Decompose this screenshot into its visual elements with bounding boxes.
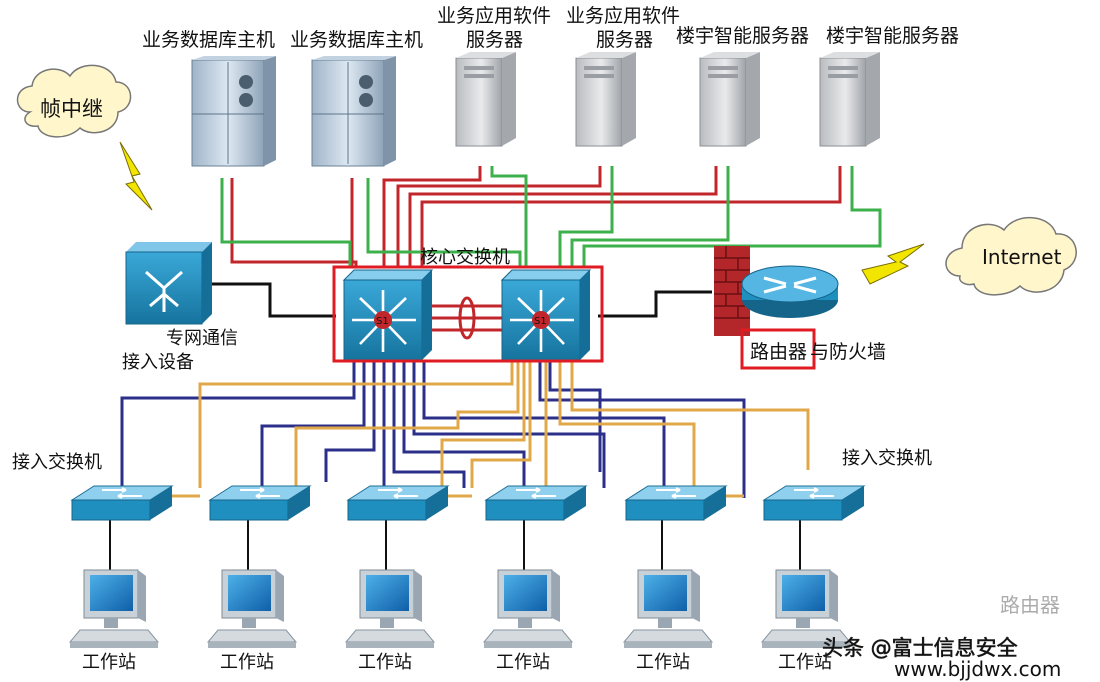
navy-link bbox=[402, 362, 526, 488]
workstation-label: 工作站 bbox=[778, 652, 832, 673]
tower-server-icon bbox=[699, 52, 760, 147]
workstation-label: 工作站 bbox=[496, 652, 550, 673]
watermark-logo: 路由器 bbox=[1000, 593, 1060, 617]
green-link bbox=[366, 178, 522, 268]
core-switch-badge-1: S1 bbox=[376, 316, 389, 327]
multilayer-switch-icon: S1 bbox=[342, 269, 434, 361]
orange-link bbox=[294, 362, 520, 488]
cabinet-server-icon bbox=[311, 56, 396, 167]
router-highlight-box bbox=[740, 328, 816, 370]
access-switch-label-right: 接入交换机 bbox=[842, 448, 932, 469]
dedicated-access-device-icon bbox=[125, 242, 212, 325]
green-link bbox=[570, 166, 730, 268]
internet-label: Internet bbox=[982, 245, 1062, 269]
core-switch-highlight-box bbox=[332, 265, 604, 363]
workstation-label: 工作站 bbox=[82, 652, 136, 673]
watermark-source: 头条 @富士信息安全 bbox=[822, 636, 1018, 660]
frame-relay-label: 帧中继 bbox=[40, 97, 103, 121]
watermark-site: www.bjjdwx.com bbox=[894, 657, 1061, 681]
workgroup-switch-icon bbox=[347, 485, 449, 521]
access-switch-label-left: 接入交换机 bbox=[12, 452, 102, 473]
firewall-label: 与防火墙 bbox=[810, 341, 886, 363]
workstation-icon bbox=[345, 569, 435, 649]
orange-link bbox=[558, 362, 696, 488]
navy-link bbox=[548, 362, 602, 472]
red-link bbox=[230, 178, 358, 268]
lightning-icon bbox=[119, 141, 153, 211]
red-link bbox=[420, 166, 842, 268]
navy-link bbox=[260, 362, 366, 488]
core-switch-badge-2: S1 bbox=[534, 316, 547, 327]
workstation-icon bbox=[69, 569, 159, 649]
workgroup-switch-icon bbox=[209, 485, 311, 521]
green-link bbox=[490, 166, 528, 268]
workstation-icon bbox=[483, 569, 573, 649]
red-link bbox=[396, 166, 602, 268]
navy-link bbox=[538, 362, 746, 498]
workstation-icon bbox=[207, 569, 297, 649]
workgroup-switch-icon bbox=[71, 485, 173, 521]
building-server-label-1: 楼宇智能服务器 bbox=[676, 25, 809, 47]
core-interlink bbox=[432, 304, 502, 332]
link-aggregation-ring bbox=[458, 296, 476, 340]
dedicated-access-label-1: 专网通信 bbox=[166, 328, 238, 349]
multilayer-switch-icon: S1 bbox=[500, 269, 592, 361]
black-link bbox=[206, 282, 336, 318]
app-server-label-2a: 业务应用软件 bbox=[566, 5, 680, 27]
app-server-label-1a: 业务应用软件 bbox=[437, 5, 551, 27]
green-link bbox=[220, 178, 352, 268]
green-link bbox=[558, 166, 614, 268]
workstation-label: 工作站 bbox=[636, 652, 690, 673]
router-icon bbox=[741, 265, 839, 318]
cloud-icon bbox=[16, 64, 132, 138]
router-label: 路由器 bbox=[750, 341, 807, 363]
cloud-icon bbox=[945, 216, 1077, 296]
navy-link bbox=[422, 362, 666, 488]
building-server-label-2: 楼宇智能服务器 bbox=[826, 25, 959, 47]
orange-link bbox=[570, 362, 810, 470]
red-link bbox=[382, 166, 482, 268]
orange-link bbox=[198, 362, 514, 488]
navy-link bbox=[392, 362, 466, 488]
orange-link bbox=[440, 362, 526, 488]
navy-link bbox=[324, 362, 376, 482]
tower-server-icon bbox=[455, 52, 516, 147]
workgroup-switch-icon bbox=[763, 485, 865, 521]
dedicated-access-label-2: 接入设备 bbox=[122, 352, 194, 373]
app-server-label-1b: 服务器 bbox=[466, 29, 523, 51]
app-server-label-2b: 服务器 bbox=[596, 29, 653, 51]
workgroup-switch-icon bbox=[485, 485, 587, 521]
navy-link bbox=[412, 362, 606, 488]
black-link bbox=[598, 290, 712, 318]
navy-link bbox=[120, 362, 356, 488]
db-host-label-2: 业务数据库主机 bbox=[290, 29, 423, 51]
red-link bbox=[408, 166, 718, 268]
cabinet-server-icon bbox=[191, 56, 276, 167]
link-lines bbox=[109, 166, 882, 572]
lightning-icon bbox=[861, 243, 925, 285]
db-host-label-1: 业务数据库主机 bbox=[142, 29, 275, 51]
core-switch-label: 核心交换机 bbox=[420, 247, 510, 268]
tower-server-icon bbox=[575, 52, 636, 147]
workstation-icon bbox=[623, 569, 713, 649]
workstation-label: 工作站 bbox=[220, 652, 274, 673]
orange-link bbox=[470, 362, 532, 488]
workgroup-switch-icon bbox=[625, 485, 727, 521]
green-link bbox=[582, 166, 882, 268]
tower-server-icon bbox=[819, 52, 880, 147]
workstation-label: 工作站 bbox=[358, 652, 412, 673]
